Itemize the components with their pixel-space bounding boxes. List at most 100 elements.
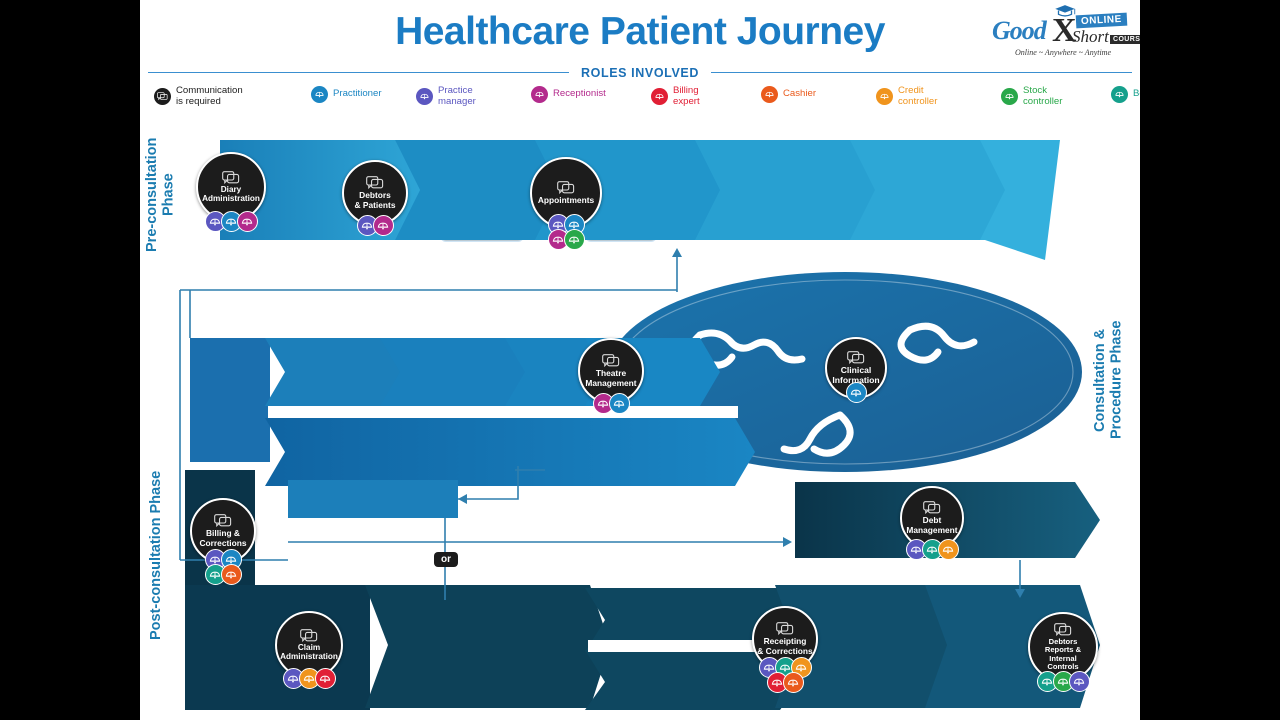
logo-courses-badge: COURSES xyxy=(1110,35,1140,44)
role-icon xyxy=(531,86,548,103)
roles-legend: Communication is required Practitioner Pra… xyxy=(146,82,1140,112)
payment-method-tag: EFT xyxy=(640,668,678,680)
hub-role-badges xyxy=(905,539,959,560)
role-icon xyxy=(314,668,336,689)
legend-item-label: Stock controller xyxy=(1023,85,1063,107)
role-icon xyxy=(416,88,433,106)
role-icon xyxy=(937,539,959,560)
legend-item-receptionist: Receptionist xyxy=(531,86,606,103)
hub-label: Billing & Corrections xyxy=(199,528,247,548)
legend-item-label: Receptionist xyxy=(553,88,606,100)
appointment-tag: Phone Call xyxy=(585,217,657,229)
chat-icon xyxy=(1054,623,1072,637)
brand-logo: Good X ONLINE Short COURSES Online ~ Any… xyxy=(992,4,1140,66)
debtor-data-tag: Patient Portal xyxy=(440,217,524,229)
role-icon xyxy=(236,211,258,232)
roles-involved-label: ROLES INVOLVED xyxy=(140,64,1140,82)
payment-method-tag: Card xyxy=(683,653,721,665)
legend-item-communication: Communication is required xyxy=(154,85,243,107)
role-icon xyxy=(782,672,804,693)
step-pre-consultation-documents: Pre-consultation documents xyxy=(732,175,828,206)
chat-icon xyxy=(154,88,171,106)
step-procedure: Procedure xyxy=(315,361,375,376)
hub-label: Debtors Reports & Internal Controls xyxy=(1044,637,1082,671)
appointment-tag: Patient Portal xyxy=(585,230,657,242)
chat-icon xyxy=(222,170,240,185)
step-medical-scheme-authorisation: Medical Scheme Authorisation xyxy=(410,352,505,382)
hub-role-badges xyxy=(1036,671,1090,692)
role-icon xyxy=(761,86,778,103)
logo-good-text: Good xyxy=(992,16,1047,45)
or-connector-label: or xyxy=(434,552,458,567)
treatment-plan-row: Create Treatment Plan: 1) Sick Note 2) S… xyxy=(295,433,715,448)
role-icon xyxy=(1111,86,1128,103)
legend-item-practice: Practice manager xyxy=(416,85,476,107)
chat-icon xyxy=(557,181,575,195)
step-waiting-room: Waiting room xyxy=(1018,175,1062,206)
label-receive-results: Receive results/reports xyxy=(728,386,812,417)
hub-role-badges xyxy=(547,229,585,250)
role-icon xyxy=(1001,88,1018,106)
legend-item-stock: Stock controller xyxy=(1001,85,1063,107)
debtor-data-tag: Medical Scheme xyxy=(440,230,524,242)
hub-role-badges xyxy=(766,672,804,693)
legend-item-label: Practice manager xyxy=(438,85,476,107)
role-icon xyxy=(372,215,394,236)
legend-item-label: Credit controller xyxy=(898,85,938,107)
label-debt-collection: Debt collection xyxy=(1006,502,1060,532)
consultation-room-steps: 1. Capture Medical History 2. Complete E… xyxy=(771,292,919,326)
legend-item-practitioner: Practitioner xyxy=(311,86,382,103)
diagram-text-layer: Practice Configuration & User Preference… xyxy=(140,0,1140,720)
hub-label: Claim Administration xyxy=(280,642,338,661)
legend-item-label: Cashier xyxy=(783,88,817,100)
chat-icon xyxy=(300,628,318,643)
label-create-receipts: Create receipts xyxy=(862,627,908,657)
role-icon xyxy=(876,88,893,106)
hub-role-badges xyxy=(356,215,394,236)
role-icon xyxy=(1068,671,1090,692)
hub-label: Receipting & Corrections xyxy=(757,636,813,656)
role-icon xyxy=(563,229,585,250)
payment-method-tag: ERA xyxy=(683,668,721,680)
legend-item-credit: Credit controller xyxy=(876,85,938,107)
consultation-room-title: Consultation Room xyxy=(782,276,908,291)
hub-role-badges xyxy=(592,393,630,414)
step-debtor-patient-data: Debtor & Patient data imported or update… xyxy=(431,152,529,198)
logo-short-text: Short xyxy=(1072,27,1109,46)
hub-label: Theatre Management xyxy=(585,368,637,388)
page-title: Healthcare Patient Journey xyxy=(395,10,885,53)
treatment-plan-items: 1) Sick Note 2) Scripts xyxy=(432,433,561,447)
hub-role-badges xyxy=(204,211,258,232)
label-receive-proof-of-payment: Receive proof of payment xyxy=(655,614,735,644)
hub-role-badges xyxy=(845,382,867,403)
label-practice-creates-invoice: Practice creates invoice xyxy=(216,619,264,664)
legend-item-label: Practitioner xyxy=(333,88,382,100)
label-patient-to-lab: Patient to lab/specialist/ radiology xyxy=(945,380,1025,426)
hub-label: Appointments xyxy=(537,194,595,205)
logo-x-text: X xyxy=(1052,12,1077,49)
chat-icon xyxy=(776,622,794,636)
label-patient-account-finalised: Patient account finalised xyxy=(974,617,1022,662)
graduation-cap-icon xyxy=(1055,5,1076,17)
chat-icon xyxy=(214,514,232,528)
legend-item-label: Billing expert xyxy=(673,85,700,107)
hub-label: Debtors & Patients xyxy=(354,190,396,210)
logo-tagline: Online ~ Anywhere ~ Anytime xyxy=(1014,48,1112,57)
chat-icon xyxy=(923,501,941,515)
hub-role-badges xyxy=(282,668,336,689)
treatment-plan-label: Create Treatment Plan: xyxy=(295,433,433,447)
role-icon xyxy=(651,88,668,106)
payment-method-tag: Cash xyxy=(638,653,676,665)
hub-role-badges xyxy=(204,564,242,585)
legend-item-billing: Billing expert xyxy=(651,85,700,107)
role-icon xyxy=(220,564,242,585)
role-icon xyxy=(311,86,328,103)
legend-item-label: Bookkeeper xyxy=(1133,88,1140,100)
label-disease-administration: Disease Administration & Follow-up Appoi… xyxy=(307,485,439,513)
legend-item-cashier: Cashier xyxy=(761,86,816,103)
role-icon xyxy=(608,393,630,414)
legend-item-label: Communication is required xyxy=(176,85,243,107)
chat-icon xyxy=(366,176,384,190)
label-service-survey: Service Survey xyxy=(209,388,251,417)
hub-label: Diary Administration xyxy=(202,184,260,203)
